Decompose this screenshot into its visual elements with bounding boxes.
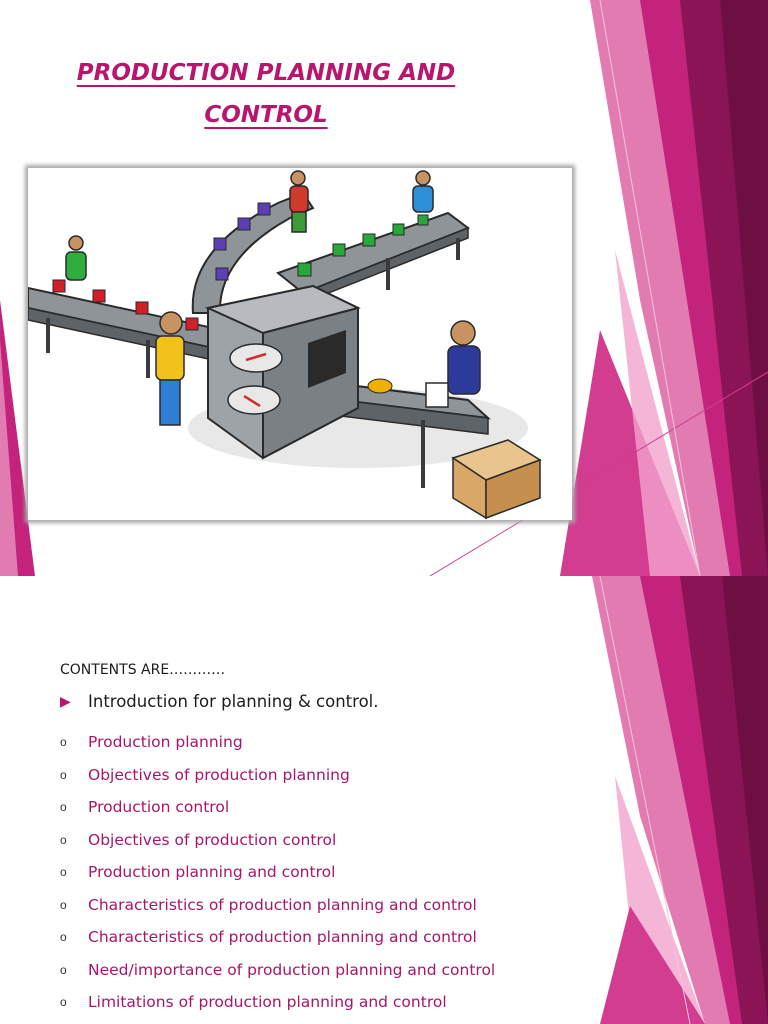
list-item: o Objectives of production planning xyxy=(60,759,495,792)
list-item: o Characteristics of production planning … xyxy=(60,889,495,922)
conveyor-illustration xyxy=(28,168,572,520)
circle-bullet-icon: o xyxy=(60,865,67,880)
list-item-label: Objectives of production planning xyxy=(88,765,350,784)
list-item-label: Need/importance of production planning a… xyxy=(88,960,496,979)
title-line-1: PRODUCTION PLANNING AND xyxy=(76,60,456,86)
list-item-label: Limitations of production planning and c… xyxy=(88,993,447,1012)
slide-decoration xyxy=(0,0,768,576)
list-item-label: Characteristics of production planning a… xyxy=(88,895,477,914)
list-item: o Objectives of production control xyxy=(60,824,495,857)
list-item: o Need/importance of production planning … xyxy=(60,954,495,987)
list-item-label: Production planning and control xyxy=(88,863,336,882)
list-item: o Characteristics of production planning … xyxy=(60,921,495,954)
slide-title: PRODUCTION PLANNING AND CONTROL xyxy=(40,52,492,136)
main-topic-label: Introduction for planning & control. xyxy=(88,692,379,711)
circle-bullet-icon: o xyxy=(60,767,67,782)
title-line-2: CONTROL xyxy=(204,102,328,128)
circle-bullet-icon: o xyxy=(60,995,67,1010)
circle-bullet-icon: o xyxy=(60,897,67,912)
circle-bullet-icon: o xyxy=(60,800,67,815)
list-item-label: Production planning xyxy=(88,733,243,752)
list-item-label: Objectives of production control xyxy=(88,830,337,849)
list-item: o Limitations of production planning and … xyxy=(60,986,495,1019)
title-slide: PRODUCTION PLANNING AND CONTROL xyxy=(0,0,768,576)
list-item: o Production control xyxy=(60,791,495,824)
contents-heading: CONTENTS ARE………… xyxy=(60,662,226,678)
circle-bullet-icon: o xyxy=(60,962,67,977)
list-item-label: Characteristics of production planning a… xyxy=(88,928,477,947)
list-item: o Production planning xyxy=(60,726,495,759)
slide-decoration xyxy=(592,576,768,1024)
circle-bullet-icon: o xyxy=(60,930,67,945)
triangle-arrow-icon: ▶ xyxy=(60,693,71,709)
list-item: o Production planning and control xyxy=(60,856,495,889)
list-item-label: Production control xyxy=(88,798,230,817)
circle-bullet-icon: o xyxy=(60,735,67,750)
main-topic-item: ▶ Introduction for planning & control. xyxy=(60,692,379,711)
assembly-line-image xyxy=(28,170,542,520)
contents-slide: CONTENTS ARE………… ▶ Introduction for plan… xyxy=(0,576,768,1024)
circle-bullet-icon: o xyxy=(60,832,67,847)
